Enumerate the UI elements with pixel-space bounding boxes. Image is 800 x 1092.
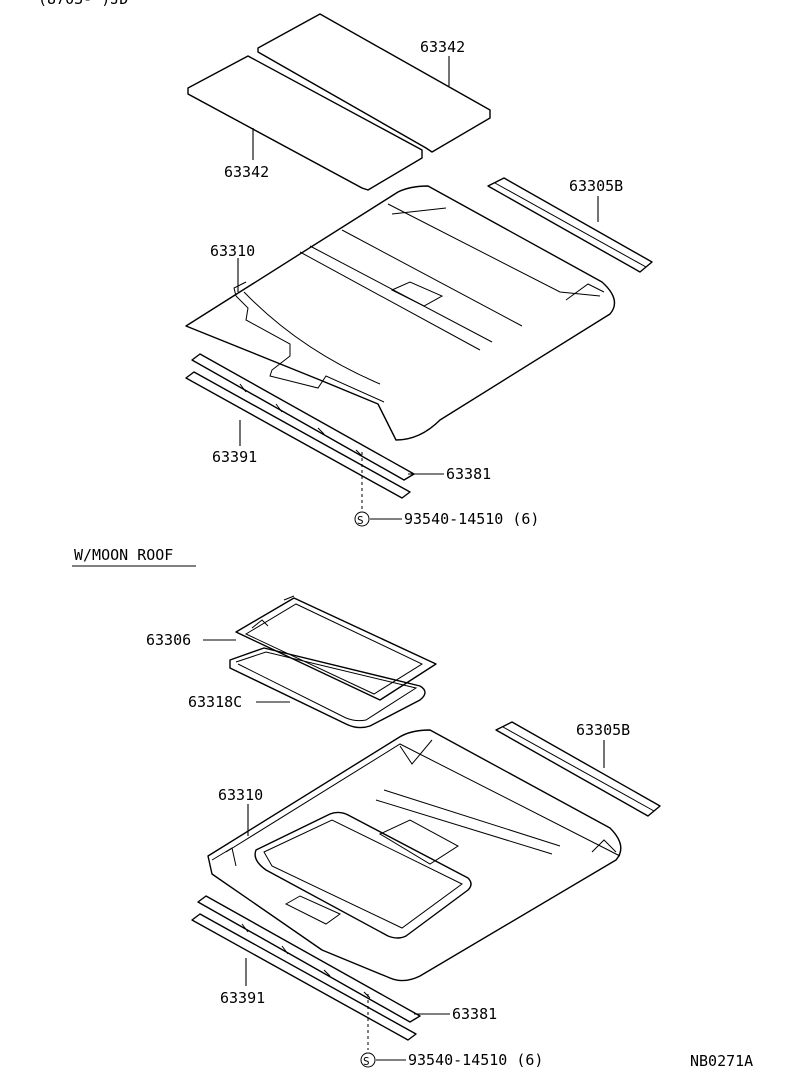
header-fragment: (8703- )JD [38,0,128,8]
label-front-molding-top: 63391 [212,448,257,466]
sunvisor-pad-upper [257,13,491,153]
front-molding-bottom [191,895,421,1041]
screw-symbol-letter-top: S [357,514,364,527]
label-headlining-top: 63310 [210,242,255,260]
label-weatherstrip: 63318C [188,693,242,711]
label-screw-top: 93540-14510 (6) [404,510,539,528]
label-clip-bottom: 63381 [452,1005,497,1023]
headlining-bottom [207,729,622,982]
label-rear-trim-top: 63305B [569,177,623,195]
label-rear-trim-bottom: 63305B [576,721,630,739]
diagram-id: NB0271A [690,1052,753,1070]
screw-symbol-letter-bottom: S [363,1055,370,1068]
label-sunshade: 63306 [146,631,191,649]
rear-trim-strip-bottom [495,721,661,817]
headlining-top [185,185,616,441]
sunvisor-pad-lower [187,55,423,191]
label-front-molding-bottom: 63391 [220,989,265,1007]
sunshade [235,595,437,701]
section-title-moon-roof: W/MOON ROOF [74,546,173,564]
label-sunvisor-upper: 63342 [420,38,465,56]
label-clip-top: 63381 [446,465,491,483]
screw-symbol-top [354,511,370,527]
screw-symbol-bottom [360,1052,376,1068]
rear-trim-strip-top [487,177,653,273]
label-headlining-bottom: 63310 [218,786,263,804]
label-sunvisor-lower: 63342 [224,163,269,181]
label-screw-bottom: 93540-14510 (6) [408,1051,543,1069]
weatherstrip [229,647,426,729]
